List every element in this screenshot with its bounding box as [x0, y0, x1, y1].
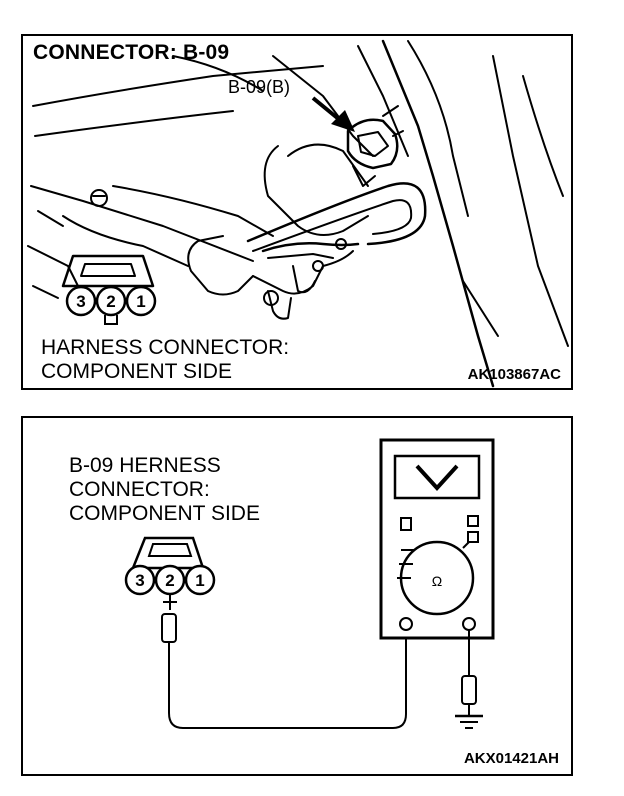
test-connector-label: B-09 HERNESS CONNECTOR: COMPONENT SIDE [69, 454, 260, 526]
test-label-line2: CONNECTOR: [69, 478, 210, 501]
pin-1 [125, 285, 157, 317]
v-ohm-jack [462, 617, 476, 631]
test-label-line3: COMPONENT SIDE [69, 502, 260, 525]
pin-label-1: 1 [195, 571, 204, 590]
com-jack [399, 617, 413, 631]
harness-connector-label: HARNESS CONNECTOR: COMPONENT SIDE [41, 336, 289, 384]
test-connector-face: 3 2 1 [124, 536, 216, 596]
harness-label-line2: COMPONENT SIDE [41, 360, 232, 383]
connector-title: CONNECTOR: B-09 [33, 41, 230, 64]
test-probe [161, 594, 177, 656]
meter-setting: Ω [432, 573, 442, 589]
multimeter: Ω [379, 438, 495, 640]
pin-2 [95, 285, 127, 317]
arrow-head-icon [331, 110, 355, 132]
connector-location-panel: 3 2 1 CONNECTOR: B-09 B-09(B) HARNESS CO… [21, 34, 573, 390]
pin-label-2: 2 [106, 292, 115, 311]
pin-label-2: 2 [165, 571, 174, 590]
ground-lead [455, 630, 483, 729]
pin-1 [184, 564, 216, 596]
pin-label-1: 1 [136, 292, 145, 311]
callout-label: B-09(B) [228, 77, 291, 97]
reference-code: AK103867AC [467, 366, 561, 383]
measurement-setup-panel: 3 2 1 Ω [21, 416, 573, 776]
measurement-diagram: 3 2 1 Ω [124, 438, 495, 729]
meter-display [393, 454, 481, 500]
pin-label-3: 3 [76, 292, 85, 311]
pin-3 [124, 564, 156, 596]
test-lead-wire [168, 630, 407, 729]
engine-bay-illustration: 3 2 1 [27, 39, 569, 388]
callout-arrow [311, 96, 343, 123]
harness-connector-face: 3 2 1 [65, 285, 157, 325]
test-label-line1: B-09 HERNESS [69, 454, 221, 477]
pin-label-3: 3 [135, 571, 144, 590]
harness-label-line1: HARNESS CONNECTOR: [41, 336, 290, 359]
reference-code: AKX01421AH [463, 750, 559, 767]
display-reading-icon [415, 464, 459, 491]
pin-3 [65, 285, 97, 317]
